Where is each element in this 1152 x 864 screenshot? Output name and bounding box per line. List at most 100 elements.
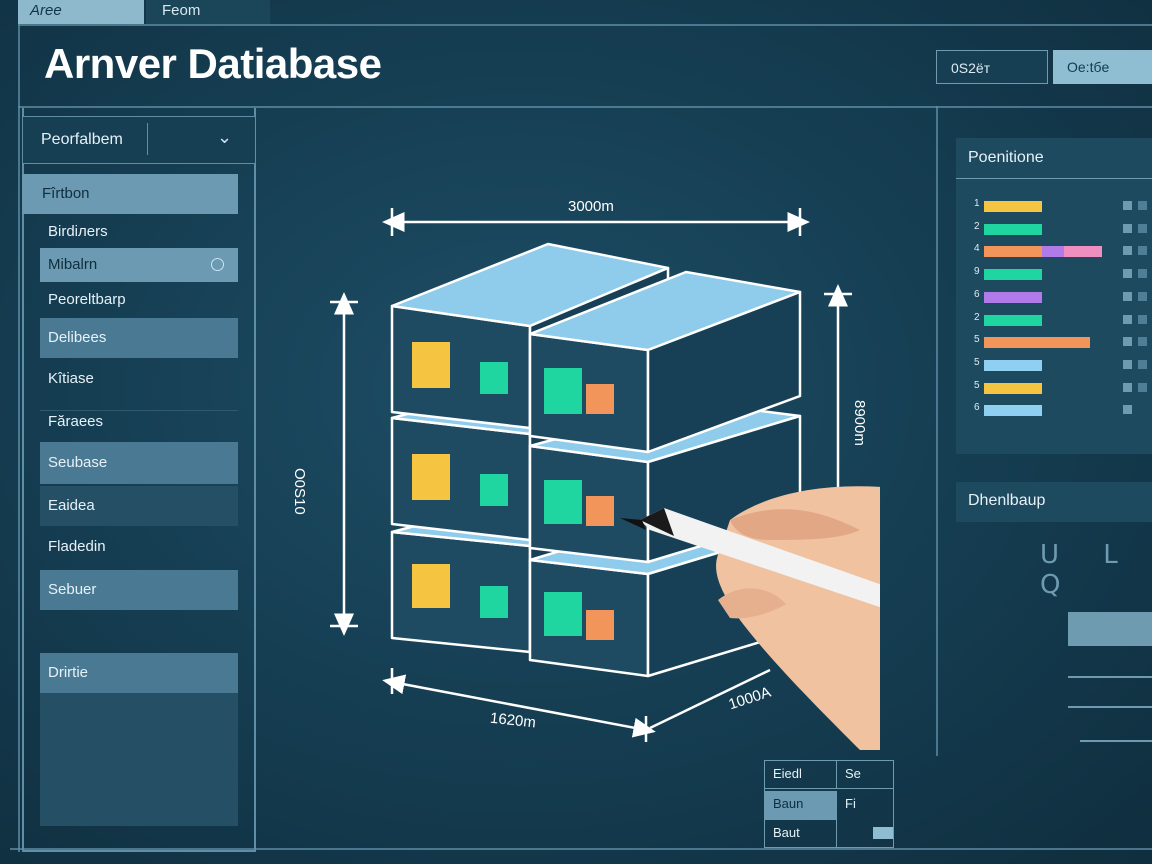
dim-left-label: O0S10 [291, 468, 308, 515]
position-bar [1064, 246, 1103, 258]
position-row[interactable]: 2 [956, 311, 1152, 327]
shape-glyphs: U L Q [1040, 540, 1136, 600]
secondary-panel: Dhenlbaup [956, 482, 1152, 522]
row-indicator-icon [1123, 382, 1132, 392]
sidebar-item-10[interactable]: Fladedin [48, 538, 106, 555]
footer-rule [10, 848, 1152, 850]
secondary-highlight-bar [1068, 612, 1152, 646]
position-row-number: 1 [974, 198, 980, 209]
row-indicator-icon [1123, 246, 1132, 256]
row-indicator-icon [1123, 359, 1132, 369]
position-bar [984, 223, 1042, 235]
row-indicator-icon [1123, 405, 1132, 415]
row-indicator-icon [1123, 337, 1132, 347]
sidebar-item-2[interactable]: Birdiлеrs [48, 223, 108, 240]
table-cell-bar [873, 827, 893, 839]
position-bar [984, 359, 1042, 371]
left-frame-rule [18, 24, 20, 852]
header-button-2[interactable]: Oe:tбe [1053, 50, 1152, 84]
position-row[interactable]: 5 [956, 334, 1152, 349]
position-row-number: 2 [974, 311, 980, 323]
right-column-rule [936, 106, 938, 756]
sidebar-item-3-label: Mibalrn [48, 256, 98, 273]
sidebar-item-11[interactable]: Sebuer [40, 570, 238, 610]
row-indicator-icon [1138, 291, 1147, 301]
sidebar-dropdown[interactable]: Peorfalbem ⌄ [22, 116, 256, 164]
radio-icon[interactable] [211, 258, 224, 271]
dim-top-label: 3000m [568, 198, 614, 215]
dim-bottom-left-line [382, 674, 656, 738]
row-indicator-icon [1138, 359, 1147, 369]
position-row[interactable]: 5 [956, 379, 1152, 395]
position-panel: Poenitione 1 2 4 9 6 2 5 5 5 6 [956, 138, 1152, 454]
row-indicator-icon [1138, 246, 1147, 256]
position-row[interactable]: 5 [956, 356, 1152, 372]
position-bar [984, 246, 1042, 258]
header-button-1[interactable]: 0S2ёт [936, 50, 1048, 84]
sidebar-item-3[interactable]: Mibalrn [40, 248, 238, 282]
dropdown-label: Peorfalbem [41, 131, 123, 148]
position-row-number: 6 [974, 402, 980, 414]
sidebar-item-12[interactable]: Drirtie [40, 653, 238, 693]
position-row[interactable]: 2 [956, 221, 1152, 236]
data-table: Eiedl Se Baun Fi Baut [764, 760, 894, 848]
position-row-number: 5 [974, 379, 980, 391]
table-cell[interactable]: Baut [765, 819, 837, 847]
secondary-panel-title: Dhenlbaup [968, 492, 1046, 509]
row-indicator-icon [1123, 314, 1132, 324]
table-cell[interactable]: Eiedl [765, 761, 837, 789]
blocks [390, 242, 802, 678]
block-right-top [528, 270, 802, 454]
row-indicator-icon [1123, 269, 1132, 279]
tab-aree[interactable]: Aree [18, 0, 144, 24]
table-cell[interactable]: Se [837, 761, 893, 789]
position-row[interactable]: 1 [956, 198, 1152, 213]
position-bar [984, 201, 1042, 212]
secondary-rule-3 [1080, 740, 1152, 742]
sidebar-item-7[interactable]: Făraees [40, 410, 238, 432]
database-blocks-diagram [330, 208, 880, 750]
row-indicator-icon [1123, 201, 1132, 210]
row-indicator-icon [1138, 223, 1147, 233]
sidebar-item-5[interactable]: Delibees [40, 318, 238, 358]
position-row-number: 5 [974, 334, 980, 346]
position-row-number: 9 [974, 266, 980, 278]
sidebar-panel-body [40, 693, 238, 826]
table-cell[interactable]: Fi [845, 796, 856, 811]
chevron-down-icon[interactable]: ⌄ [217, 127, 233, 147]
position-bar [984, 314, 1042, 326]
table-cell[interactable]: Baun [765, 791, 837, 819]
dim-right-label: 8900m [851, 400, 868, 446]
sidebar-item-9[interactable]: Eaidea [40, 486, 238, 526]
position-bar [984, 269, 1042, 281]
position-row[interactable]: 9 [956, 266, 1152, 281]
sidebar-item-1[interactable]: Fîrtbon [22, 174, 238, 214]
hand-with-pen [620, 486, 880, 750]
sidebar-item-6[interactable]: Kîtiase [48, 370, 94, 387]
secondary-rule-1 [1068, 676, 1152, 678]
row-indicator-icon [1123, 291, 1132, 301]
row-indicator-icon [1138, 314, 1147, 324]
position-bar [1041, 246, 1064, 258]
position-row-number: 4 [974, 243, 980, 255]
dim-bottom-right-line [649, 668, 771, 730]
position-row[interactable]: 6 [956, 289, 1152, 304]
sidebar-item-4[interactable]: Peoreltbarp [48, 291, 126, 308]
dropdown-separator [147, 123, 148, 155]
secondary-rule-2 [1068, 706, 1152, 708]
row-indicator-icon [1138, 269, 1147, 279]
row-indicator-icon [1138, 337, 1147, 347]
position-bar [984, 291, 1042, 303]
tab-feom[interactable]: Feom [146, 0, 270, 24]
header-bottom-rule [18, 106, 1152, 108]
row-indicator-icon [1123, 223, 1132, 233]
row-indicator-icon [1138, 201, 1147, 210]
position-row-number: 5 [974, 356, 980, 368]
position-row[interactable]: 4 [956, 243, 1152, 258]
row-indicator-icon [1138, 382, 1147, 392]
header-top-rule [18, 24, 1152, 26]
position-panel-title: Poenitione [968, 149, 1044, 166]
position-panel-rule [956, 178, 1152, 179]
sidebar-item-8[interactable]: Seubase [40, 442, 238, 484]
position-row[interactable]: 6 [956, 402, 1152, 417]
